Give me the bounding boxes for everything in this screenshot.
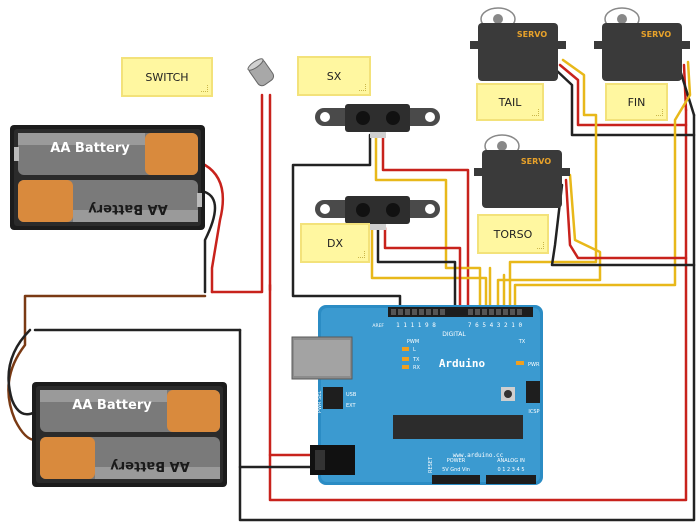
wire-battery-top-red: [203, 163, 225, 294]
digital-group-label: DIGITAL: [442, 331, 466, 338]
led-l: [402, 347, 409, 351]
digital-pins: [391, 309, 522, 315]
analog-header: [486, 475, 536, 484]
switch-component: [247, 58, 275, 87]
label-torso-text: TORSO: [493, 227, 533, 241]
power-header: [432, 475, 480, 484]
pwr-label: PWR: [528, 362, 540, 368]
icsp-label: ICSP: [528, 409, 539, 415]
wire-power-outer: [268, 108, 688, 502]
battery-label: AA Battery: [50, 141, 130, 156]
analog-group-label: ANALOG IN: [497, 458, 525, 464]
dc-jack: [310, 445, 355, 475]
battery-label: AA Battery: [72, 398, 152, 413]
battery-cell: AA Battery: [40, 390, 220, 432]
arduino-logo: Arduino: [439, 357, 486, 370]
label-sx-text: SX: [326, 69, 342, 83]
wire-torso-black: [550, 183, 696, 267]
microcontroller: [393, 415, 523, 439]
battery-pack-bottom: AA Battery AA Battery: [32, 382, 227, 487]
wire-tail-yellow: [508, 58, 598, 314]
led-l-label: L: [413, 347, 416, 353]
pwm-label: PWM: [407, 339, 419, 345]
reset-label: RESET: [428, 456, 434, 473]
label-sx: SX: [297, 56, 371, 96]
servo-fin: SERVO: [594, 7, 690, 81]
analog-pins-label: 0 1 2 3 4 5: [497, 467, 524, 473]
wire-fin-black: [678, 68, 696, 117]
label-dx-text: DX: [326, 236, 343, 250]
power-group-label: POWER: [447, 458, 466, 464]
ir-sensor-sx: [315, 104, 440, 138]
wire-ground-outer: [238, 113, 696, 522]
wire-tail-red: [558, 63, 688, 127]
wire-battery-top-black: [203, 190, 217, 294]
led-rx-label: RX: [413, 365, 420, 371]
battery-cell: AA Battery: [40, 437, 220, 479]
wire-battery-bottom-black: [7, 328, 37, 416]
wire-to-switch-red: [210, 93, 264, 294]
battery-cell: AA Battery: [18, 180, 202, 222]
power-pins-label: 5V Gnd Vin: [442, 467, 470, 473]
battery-cell: AA Battery: [14, 133, 198, 175]
pwr-led: [516, 361, 524, 365]
digital-hi-label: 1 1 1 1 9 8: [396, 322, 436, 329]
pwr-selector: [323, 387, 343, 409]
arduino-url: www.arduino.cc: [453, 452, 504, 459]
pwr-sel-label: PWR SEL: [317, 391, 323, 413]
battery-label: AA Battery: [110, 458, 190, 473]
aref-label: AREF: [372, 323, 384, 329]
label-switch: SWITCH: [121, 57, 213, 97]
label-tail: TAIL: [476, 83, 544, 121]
servo-brand: SERVO: [517, 30, 547, 39]
label-switch-text: SWITCH: [145, 70, 189, 84]
servo-brand: SERVO: [521, 157, 551, 166]
wire-tail-black: [554, 68, 696, 137]
label-tail-text: TAIL: [498, 95, 522, 109]
wire-torso-red: [564, 178, 688, 260]
battery-label: AA Battery: [88, 201, 168, 216]
label-fin: FIN: [605, 83, 668, 121]
battery-pack-top: AA Battery AA Battery: [10, 125, 205, 230]
wire-sx-yellow: [374, 133, 482, 314]
led-tx: [402, 357, 409, 361]
wire-battery-link-brown: [7, 294, 207, 442]
tx-pin-label: TX: [518, 339, 526, 345]
digital-lo-label: 7 6 5 4 3 2 1 0: [468, 322, 523, 329]
ext-label: EXT: [346, 403, 356, 409]
label-fin-text: FIN: [627, 95, 646, 109]
servo-torso: SERVO: [474, 134, 570, 208]
label-dx: DX: [300, 223, 370, 263]
servo-brand: SERVO: [641, 30, 671, 39]
servo-tail: SERVO: [470, 7, 566, 81]
wire-sx-black: [291, 133, 402, 317]
arduino-board: AREF 1 1 1 1 9 8 7 6 5 4 3 2 1 0 DIGITAL…: [291, 305, 543, 485]
wire-dx-yellow: [370, 226, 488, 314]
led-rx: [402, 365, 409, 369]
usb-label: USB: [346, 392, 357, 398]
icsp-header: [526, 381, 540, 403]
wire-fin-yellow: [513, 60, 692, 314]
led-tx-label: TX: [412, 357, 420, 363]
ir-sensor-dx: [315, 196, 440, 230]
digital-header: [388, 307, 533, 317]
label-torso: TORSO: [477, 214, 549, 254]
